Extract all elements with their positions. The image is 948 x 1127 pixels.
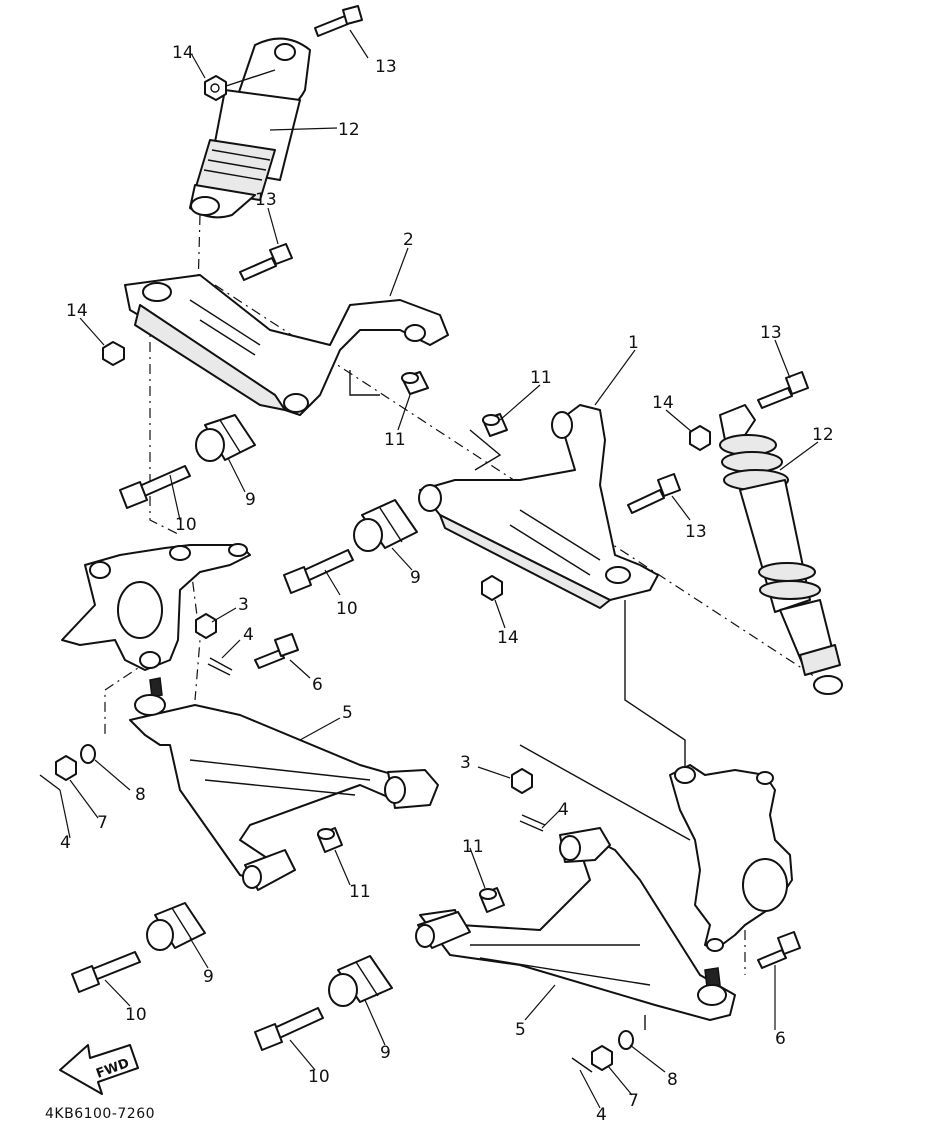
callout-10-right: 10 <box>336 599 358 619</box>
fwd-arrow-icon: FWD <box>59 1044 139 1095</box>
callout-8-right: 8 <box>667 1070 678 1090</box>
callout-12-right: 12 <box>812 425 834 445</box>
bolt-13-right-shock <box>757 371 809 409</box>
callout-1: 1 <box>628 333 639 353</box>
callout-11-upper-left: 11 <box>384 430 406 450</box>
callout-8-left: 8 <box>135 785 146 805</box>
shock-absorber-left <box>189 37 311 219</box>
callout-10-upper-left: 10 <box>175 515 197 535</box>
nut-7-left <box>39 755 77 791</box>
callout-9-lower-left: 9 <box>203 967 214 987</box>
bushing-9-lower-right <box>328 955 393 1007</box>
callout-4-left-upper: 4 <box>243 625 254 645</box>
bolt-13-top <box>314 5 363 37</box>
washer-8-left <box>80 744 96 764</box>
callout-7-right: 7 <box>628 1091 639 1111</box>
callout-11-lower-right: 11 <box>462 837 484 857</box>
nut-14-upper-left <box>102 341 125 366</box>
bolt-6-left <box>254 633 299 669</box>
collar-11-lower-left <box>317 827 343 853</box>
bushing-9-upper-left <box>195 414 256 462</box>
callout-13-top: 13 <box>375 57 397 77</box>
washer-8-right <box>618 1030 634 1050</box>
callout-13-right-shock: 13 <box>760 323 782 343</box>
bolt-13-right-arm <box>627 473 681 514</box>
callout-13-upper-left: 13 <box>255 190 277 210</box>
callout-10-lower-left: 10 <box>125 1005 147 1025</box>
bolt-6-right <box>757 931 801 969</box>
bolt-10-lower-right <box>254 1007 324 1051</box>
bolt-10-lower-left <box>71 951 141 993</box>
steering-knuckle-left <box>61 543 251 671</box>
cotter-pin-4-right-upper <box>519 814 546 832</box>
callout-9-lower-right: 9 <box>380 1043 391 1063</box>
callout-6-left: 6 <box>312 675 323 695</box>
callout-4-right-lower: 4 <box>596 1105 607 1122</box>
steering-knuckle-right <box>669 764 793 952</box>
callout-10-lower-right: 10 <box>308 1067 330 1087</box>
nut-14-right-shock <box>689 425 711 451</box>
nut-3-left <box>195 613 217 639</box>
callout-11-lower-left: 11 <box>349 882 371 902</box>
callout-labels: 13 14 12 13 2 14 11 9 10 1 11 13 14 12 1… <box>60 43 834 1125</box>
lower-arm-left <box>129 677 439 891</box>
callout-4-left-lower: 4 <box>60 833 71 853</box>
callout-12-left: 12 <box>338 120 360 140</box>
callout-4-right-upper: 4 <box>558 800 569 820</box>
callout-6-right: 6 <box>775 1029 786 1049</box>
collar-11-upper-left <box>401 371 429 395</box>
nut-7-right <box>571 1045 613 1073</box>
bolt-13-upper-left <box>239 243 293 281</box>
callout-13-right-arm: 13 <box>685 522 707 542</box>
callout-9-right: 9 <box>410 568 421 588</box>
callout-9-upper-left: 9 <box>245 490 256 510</box>
bushing-9-lower-left <box>146 902 206 951</box>
callout-5-left: 5 <box>342 703 353 723</box>
nut-14-right-arm <box>481 575 503 601</box>
upper-arm-left <box>124 274 449 416</box>
upper-arm-right <box>418 404 659 609</box>
callout-3-right: 3 <box>460 753 471 773</box>
callout-14-right-shock: 14 <box>652 393 674 413</box>
nut-3-right <box>511 768 533 794</box>
collar-11-lower-right <box>479 887 505 913</box>
callout-5-right: 5 <box>515 1020 526 1040</box>
cotter-pin-4-left-upper <box>207 657 233 676</box>
callout-14-right-arm: 14 <box>497 628 519 648</box>
leader-lines <box>59 29 819 1109</box>
callout-7-left: 7 <box>97 813 108 833</box>
diagram-code: 4KB6100-7260 <box>45 1106 155 1122</box>
lower-arm-right <box>415 827 736 1021</box>
callout-14-top: 14 <box>172 43 194 63</box>
bolt-10-right-upper <box>283 549 354 594</box>
callout-14-upper-left: 14 <box>66 301 88 321</box>
callout-2: 2 <box>403 230 414 250</box>
callout-11-right: 11 <box>530 368 552 388</box>
bushing-9-right <box>353 499 418 552</box>
shock-absorber-right <box>719 404 843 695</box>
nut-14-top <box>204 69 276 101</box>
bolt-10-upper-left <box>119 465 191 509</box>
callout-3-left: 3 <box>238 595 249 615</box>
